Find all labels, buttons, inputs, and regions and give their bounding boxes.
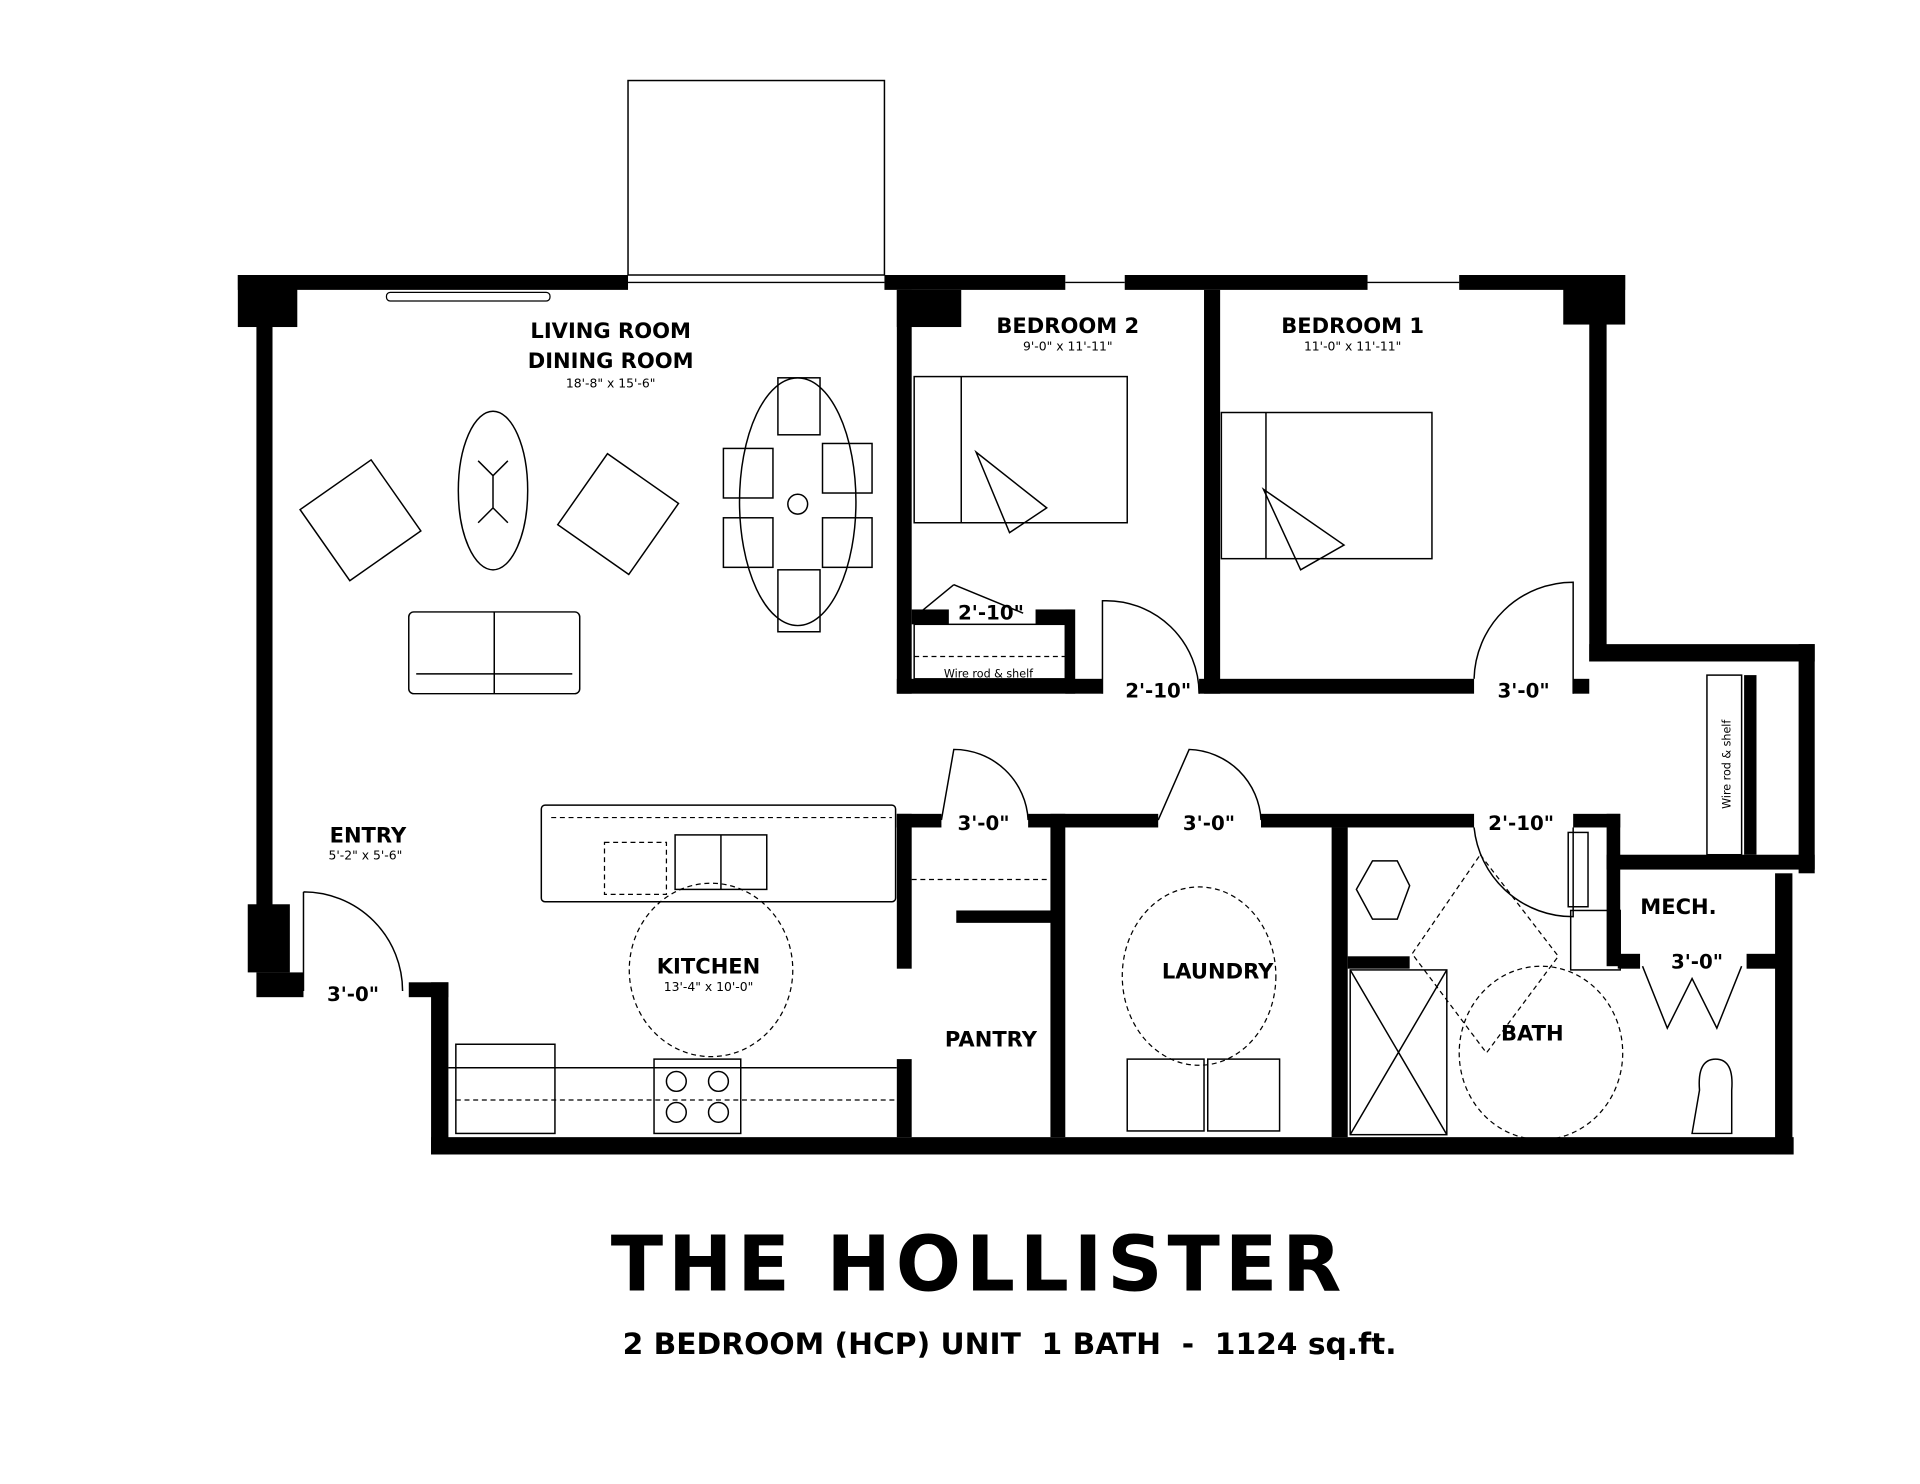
bed2-closet-door-width: 2'-10" — [958, 601, 1024, 624]
bath-fixtures — [913, 623, 1743, 1141]
bedroom1-size: 11'-0" x 11'-11" — [1304, 340, 1401, 354]
bed2-closet-note: Wire rod & shelf — [944, 668, 1034, 681]
pantry-label: PANTRY — [945, 1027, 1038, 1052]
window-living — [385, 291, 551, 302]
bath-door-width: 2'-10" — [1488, 812, 1554, 835]
walls — [237, 275, 1815, 1155]
laundry-label: LAUNDRY — [1162, 959, 1274, 984]
bedroom2-label: BEDROOM 2 — [996, 313, 1139, 338]
entry-door-width: 3'-0" — [327, 983, 379, 1006]
kitchen-size: 13'-4" x 10'-0" — [664, 980, 754, 994]
balcony — [627, 79, 886, 276]
kitchen-fixtures — [448, 804, 1051, 1135]
mech-door-width: 3'-0" — [1671, 951, 1723, 974]
mech-label: MECH. — [1640, 894, 1716, 919]
kitchen-label: KITCHEN — [657, 954, 761, 979]
bath-label: BATH — [1501, 1021, 1564, 1046]
pantry-door-width: 3'-0" — [957, 812, 1009, 835]
entry-size: 5'-2" x 5'-6" — [329, 849, 403, 863]
beds — [913, 375, 1433, 571]
dining-room-label: DINING ROOM — [528, 348, 694, 373]
laundry-fixtures — [1121, 886, 1281, 1132]
living-room-size: 18'-8" x 15'-6" — [566, 377, 656, 391]
bed1-door-width: 3'-0" — [1498, 679, 1550, 702]
living-furniture — [299, 377, 873, 695]
living-room-label: LIVING ROOM — [530, 318, 691, 343]
plan-subtitle: 2 BEDROOM (HCP) UNIT 1 BATH - 1124 sq.ft… — [623, 1327, 1397, 1362]
doors-swings — [302, 581, 1743, 1030]
laundry-door-width: 3'-0" — [1183, 812, 1235, 835]
bed2-door-width: 2'-10" — [1125, 679, 1191, 702]
plan-title: THE HOLLISTER — [611, 1221, 1347, 1310]
bedroom1-label: BEDROOM 1 — [1281, 313, 1424, 338]
entry-label: ENTRY — [330, 822, 407, 847]
hall-closet-note: Wire rod & shelf — [1720, 719, 1733, 809]
bedroom2-size: 9'-0" x 11'-11" — [1023, 340, 1113, 354]
